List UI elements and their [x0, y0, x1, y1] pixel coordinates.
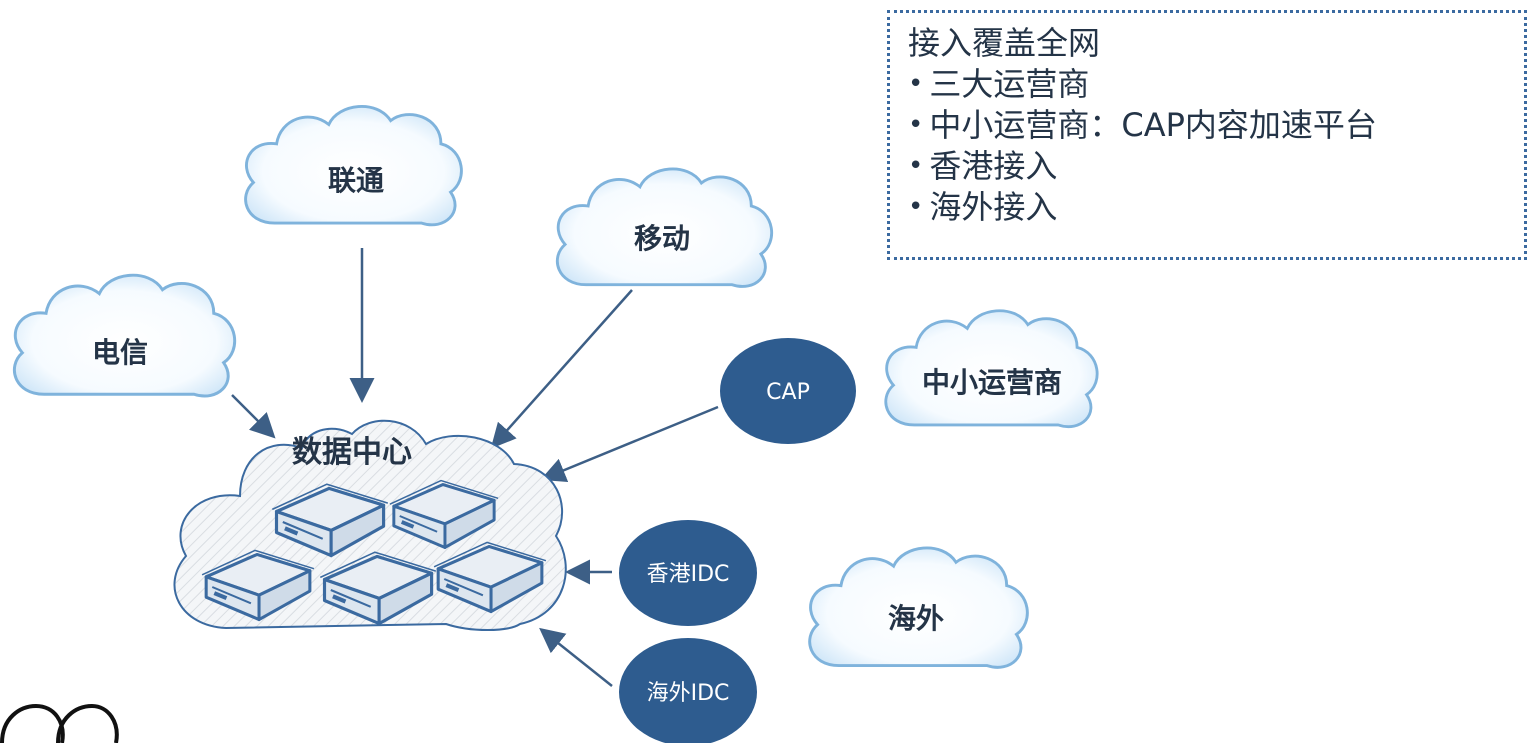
list-item-text: 香港接入 — [929, 147, 1058, 185]
cloud-zhongxiao: 中小运营商 — [884, 309, 1099, 429]
bullet-icon: • — [908, 69, 924, 99]
arrow-cap-to-dc — [540, 405, 719, 482]
cloud-liantong: 联通 — [244, 104, 463, 227]
list-item: •三大运营商 — [908, 64, 1524, 105]
node-hk-idc-shape — [619, 520, 757, 626]
cloud-dianxin: 电信 — [12, 273, 237, 398]
node-overseas-idc-label: 海外IDC — [647, 681, 730, 706]
node-cap: CAP — [720, 338, 856, 444]
cloud-label-dianxin: 电信 — [92, 336, 148, 369]
bullet-icon: • — [908, 151, 924, 181]
node-overseas-idc-shape — [619, 638, 757, 743]
list-item-text: 三大运营商 — [929, 65, 1090, 103]
node-hk-idc: 香港IDC — [619, 520, 757, 626]
datacenter-cloud: 数据中心 — [173, 419, 567, 631]
arrow-dianxin-to-dc — [231, 394, 276, 439]
arrow-overseasidc-to-dc — [539, 627, 613, 687]
list-item: •海外接入 — [908, 187, 1524, 228]
bullet-icon: • — [908, 110, 924, 140]
corner-loops-decoration — [0, 703, 119, 743]
list-item-text: 中小运营商：CAP内容加速平台 — [929, 106, 1377, 144]
node-overseas-idc: 海外IDC — [619, 638, 757, 743]
cloud-label-yidong: 移动 — [634, 222, 690, 255]
arrows — [231, 248, 719, 687]
info-list: •三大运营商 •中小运营商：CAP内容加速平台 •香港接入 •海外接入 — [908, 64, 1524, 228]
node-cap-label: CAP — [766, 380, 810, 405]
info-title: 接入覆盖全网 — [908, 24, 1101, 62]
bullet-icon: • — [908, 192, 924, 222]
arrow-yidong-to-dc — [490, 289, 633, 449]
node-cap-shape — [720, 338, 856, 444]
cloud-yidong: 移动 — [555, 167, 774, 288]
cloud-label-liantong: 联通 — [328, 164, 384, 197]
list-item-text: 海外接入 — [929, 188, 1058, 226]
cloud-label-haiwai: 海外 — [888, 602, 944, 635]
info-box: 接入覆盖全网 •三大运营商 •中小运营商：CAP内容加速平台 •香港接入 •海外… — [887, 10, 1527, 260]
datacenter-label: 数据中心 — [292, 435, 412, 470]
list-item: •中小运营商：CAP内容加速平台 — [908, 105, 1524, 146]
cloud-haiwai: 海外 — [808, 546, 1029, 669]
cloud-label-zhongxiao: 中小运营商 — [922, 366, 1062, 399]
node-hk-idc-label: 香港IDC — [647, 562, 730, 587]
list-item: •香港接入 — [908, 146, 1524, 187]
